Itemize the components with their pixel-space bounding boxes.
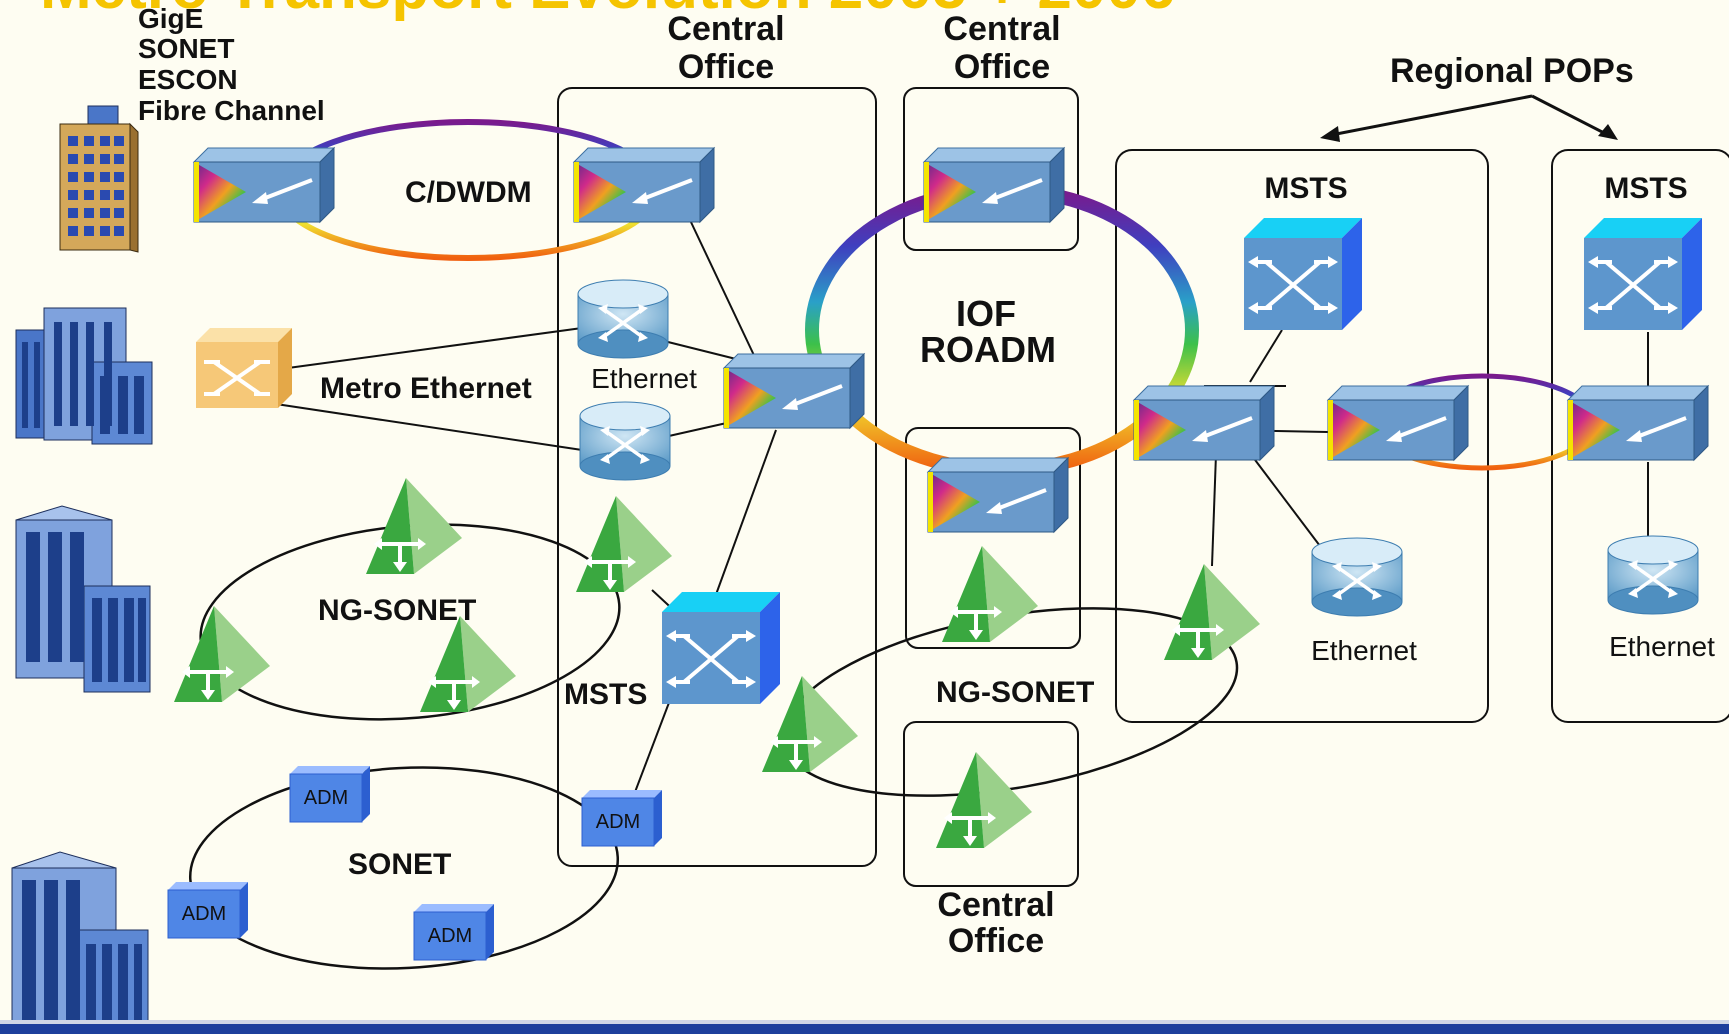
ethernet-router-pop2-icon xyxy=(1606,534,1700,616)
ng-sonet-right-label: NG-SONET xyxy=(936,676,1094,709)
central-office-box-bottom xyxy=(903,721,1079,887)
service-label-sonet: SONET xyxy=(138,33,234,64)
iof-label-line1: IOF xyxy=(956,293,1016,334)
ethernet-router-co-bottom-icon xyxy=(578,400,672,482)
svg-text:ADM: ADM xyxy=(304,787,348,809)
ethernet-pop2-label: Ethernet xyxy=(1609,631,1715,662)
central-office-label-3-line1: Central xyxy=(937,886,1054,924)
connection-lines xyxy=(275,219,1649,801)
regional-pops-label: Regional POPs xyxy=(1390,52,1634,90)
sonet-ring xyxy=(188,766,620,970)
ng-sonet-node-left-icon xyxy=(172,604,272,704)
building-icon-3 xyxy=(15,505,151,693)
msts-co-label: MSTS xyxy=(564,678,647,711)
ethernet-router-co-top-icon xyxy=(576,278,670,360)
ethernet-pop1-label: Ethernet xyxy=(1311,635,1417,666)
iof-label-line2: ROADM xyxy=(920,329,1056,370)
ethernet-router-pop1-icon xyxy=(1310,536,1404,618)
service-label-fibre-channel: Fibre Channel xyxy=(138,95,325,126)
roadm-pop2-icon xyxy=(1566,384,1710,462)
ng-sonet-node-bottom-icon xyxy=(418,614,518,714)
roadm-co-main-icon xyxy=(722,352,866,430)
ng-sonet-node-co-bottom-icon xyxy=(934,750,1034,850)
msts-co-icon xyxy=(660,590,782,706)
metro-ethernet-switch-icon xyxy=(196,328,292,408)
ng-sonet-node-top-icon xyxy=(364,476,464,576)
ng-sonet-node-co-icon xyxy=(574,494,674,594)
roadm-iof-bottom-icon xyxy=(926,456,1070,534)
ng-sonet-left-label: NG-SONET xyxy=(318,594,476,627)
central-office-box-top xyxy=(903,87,1079,251)
ng-sonet-node-iof-icon xyxy=(940,544,1040,644)
iof-site-box xyxy=(905,427,1081,649)
regional-pop-box-2 xyxy=(1551,149,1729,723)
building-icon-2 xyxy=(15,307,153,445)
metro-ethernet-label: Metro Ethernet xyxy=(320,372,532,405)
roadm-pop1-west-icon xyxy=(1132,384,1276,462)
msts-pop2-icon xyxy=(1582,216,1704,332)
adm-node-co: ADM xyxy=(581,789,663,847)
wdm-cdwdm-customer-icon xyxy=(192,146,336,224)
central-office-box-main xyxy=(557,87,877,867)
footer-bar xyxy=(0,1024,1729,1034)
central-office-label-2-line1: Central xyxy=(943,10,1060,48)
service-label-escon: ESCON xyxy=(138,64,238,95)
ng-sonet-node-pop1-icon xyxy=(1162,562,1262,662)
building-icon-1 xyxy=(59,105,139,253)
svg-text:ADM: ADM xyxy=(428,925,472,947)
cdwdm-label: C/DWDM xyxy=(405,176,532,209)
central-office-label-3-line2: Office xyxy=(948,922,1044,960)
msts-pop1-icon xyxy=(1242,216,1364,332)
service-label-gige: GigE xyxy=(138,3,203,34)
wdm-cdwdm-co-icon xyxy=(572,146,716,224)
roadm-co-top-icon xyxy=(922,146,1066,224)
sonet-ring-label: SONET xyxy=(348,848,451,881)
page-title: Metro Transport Evolution 2005 + 2006 xyxy=(40,0,1175,22)
ethernet-co-label: Ethernet xyxy=(591,363,697,394)
svg-text:ADM: ADM xyxy=(182,903,226,925)
central-office-label-1-line1: Central xyxy=(667,10,784,48)
ng-sonet-node-msts-icon xyxy=(760,674,860,774)
building-icon-4 xyxy=(11,851,149,1034)
svg-text:ADM: ADM xyxy=(596,811,640,833)
adm-node-left: ADM xyxy=(167,881,249,939)
roadm-pop1-east-icon xyxy=(1326,384,1470,462)
msts-pop1-label: MSTS xyxy=(1264,172,1347,205)
adm-node-top: ADM xyxy=(289,765,371,823)
adm-node-bottom: ADM xyxy=(413,903,495,961)
central-office-label-2-line2: Office xyxy=(954,48,1050,86)
central-office-label-1-line2: Office xyxy=(678,48,774,86)
msts-pop2-label: MSTS xyxy=(1604,172,1687,205)
